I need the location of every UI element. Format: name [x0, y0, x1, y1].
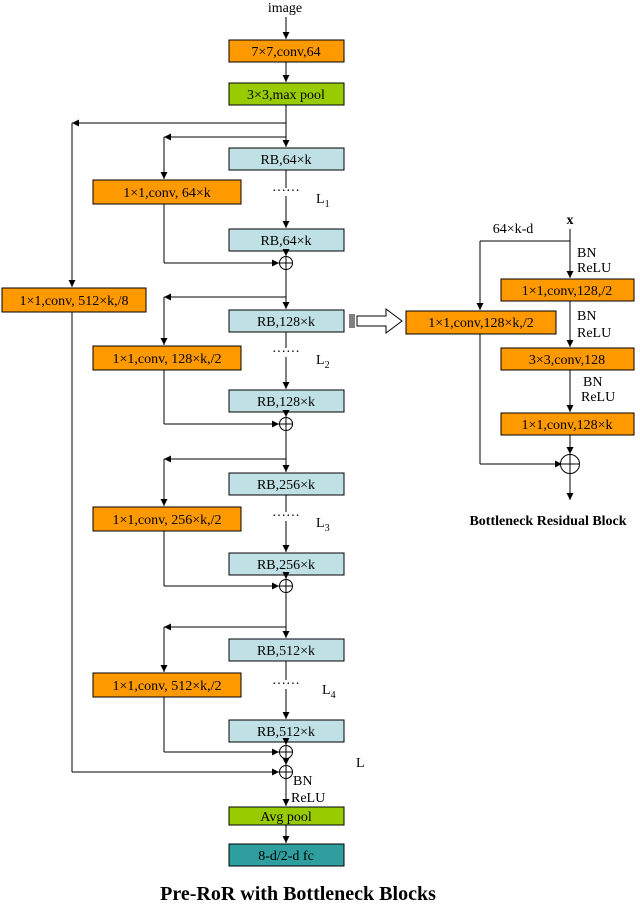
- stage1-shortcut-node: [92, 179, 242, 205]
- bottleneck-shortcut-node: [405, 310, 557, 335]
- tail-bn-label: BN: [293, 774, 312, 789]
- bottleneck-shortcut-dim-label: 64×k-d: [493, 222, 534, 237]
- stage1-rb-first-label: RB,64×k: [260, 153, 311, 168]
- stage4-shortcut-label: 1×1,conv, 512×k,/2: [113, 679, 222, 694]
- stage4-rb-first-label: RB,512×k: [257, 644, 315, 659]
- stage2-rb-last-label: RB,128×k: [257, 395, 315, 410]
- stage4-rb-last-label: RB,512×k: [257, 725, 315, 740]
- bottleneck-relu2-label: ReLU: [577, 326, 611, 341]
- stage3-dots: ······: [272, 509, 300, 524]
- avgpool-label: Avg pool: [260, 810, 312, 825]
- bottleneck-conv1-label: 1×1,conv,128,/2: [522, 284, 613, 299]
- stage1-count: L1: [316, 192, 330, 210]
- input-image-label: image: [268, 1, 302, 16]
- maxpool-label: 3×3,max pool: [247, 88, 325, 103]
- stage2-count: L2: [316, 353, 330, 371]
- stage2-dots: ······: [272, 345, 300, 360]
- stage2-shortcut-label: 1×1,conv, 128×k,/2: [113, 352, 222, 367]
- bottleneck-conv1-node: [500, 278, 635, 302]
- stage1-dots: ······: [272, 184, 300, 199]
- stage3-shortcut-label: 1×1,conv, 256×k,/2: [113, 513, 222, 528]
- stage4-dots: ······: [272, 677, 300, 692]
- total-count-label: L: [356, 756, 365, 771]
- bottleneck-conv3-node: [500, 412, 635, 436]
- expand-arrow: [349, 308, 403, 334]
- stage3-rb-first-label: RB,256×k: [257, 478, 315, 493]
- bottleneck-conv2-node: [500, 347, 635, 371]
- bottleneck-input-label: x: [567, 213, 574, 228]
- stage2-shortcut-node: [92, 345, 242, 371]
- bottleneck-bn1-label: BN: [577, 246, 596, 261]
- bottleneck-relu3-label: ReLU: [581, 390, 615, 405]
- fc-label: 8-d/2-d fc: [258, 849, 314, 864]
- outer-shortcut-node: [1, 287, 147, 313]
- bottleneck-conv3-label: 1×1,conv,128×k: [521, 418, 612, 433]
- stage4-count: L4: [322, 683, 336, 701]
- fc-node: [228, 843, 345, 867]
- stage3-shortcut-node: [92, 506, 242, 532]
- main-caption: Pre-RoR with Bottleneck Blocks: [160, 883, 436, 904]
- stage4-shortcut-node: [92, 672, 242, 698]
- bottleneck-bn2-label: BN: [577, 309, 596, 324]
- conv7x7-label: 7×7,conv,64: [251, 45, 320, 60]
- stage3-rb-last-label: RB,256×k: [257, 558, 315, 573]
- stage1-rb-last-label: RB,64×k: [260, 234, 311, 249]
- tail-relu-label: ReLU: [291, 791, 325, 806]
- stage2-rb-first-label: RB,128×k: [257, 315, 315, 330]
- bottleneck-bn3-label: BN: [583, 375, 602, 390]
- stage3-count: L3: [316, 516, 330, 534]
- outer-shortcut-label: 1×1,conv, 512×k,/8: [20, 294, 129, 309]
- stage1-shortcut-label: 1×1,conv, 64×k: [123, 186, 211, 201]
- bottleneck-shortcut-label: 1×1,conv,128×k,/2: [428, 316, 534, 331]
- bottleneck-caption: Bottleneck Residual Block: [469, 514, 626, 529]
- bottleneck-relu1-label: ReLU: [577, 261, 611, 276]
- bottleneck-conv2-label: 3×3,conv,128: [529, 353, 605, 368]
